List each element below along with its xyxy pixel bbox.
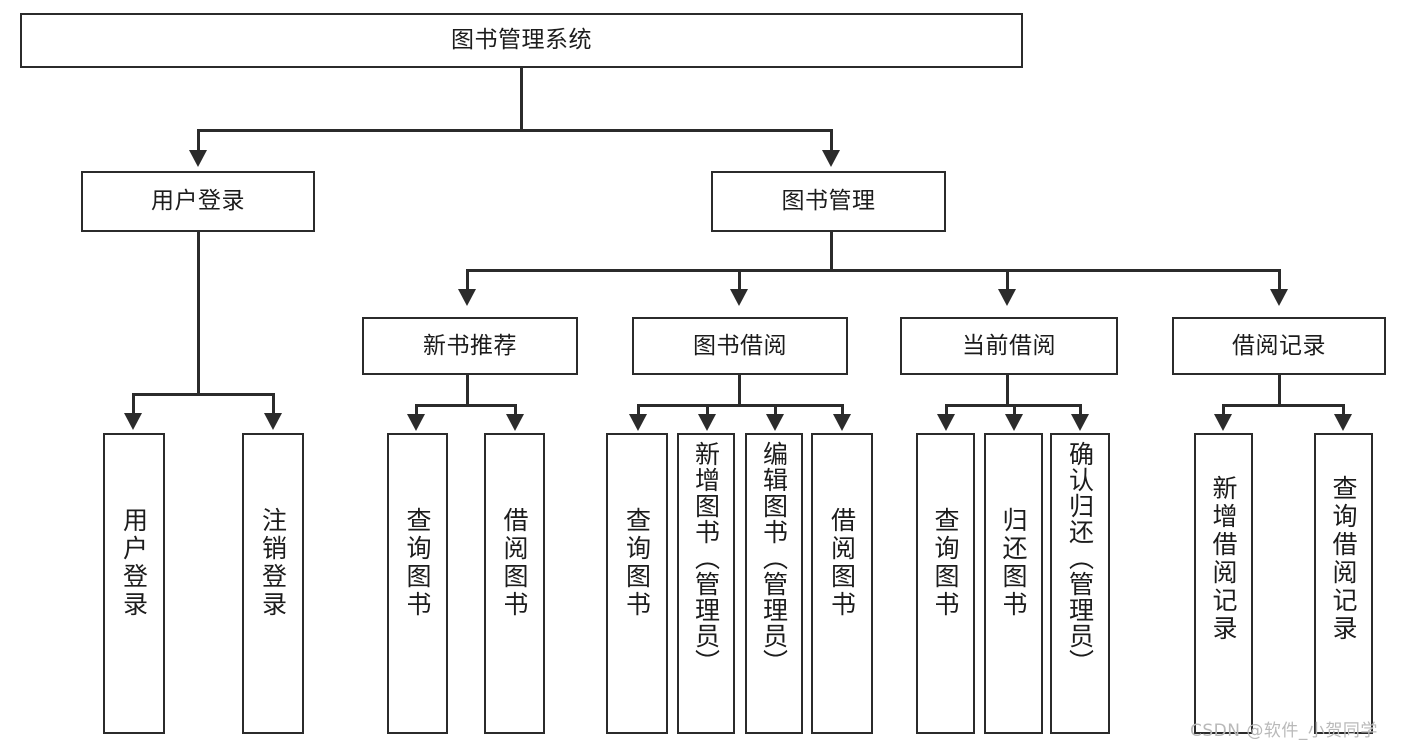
arrowhead-to-user-login	[189, 150, 207, 167]
connector-new-book-l2	[514, 404, 517, 416]
leaf-book-borrow-borrow[interactable]: 借阅图书	[811, 433, 873, 734]
node-user-login[interactable]: 用户登录	[81, 171, 315, 232]
arrowhead-borrow-record-leaf2	[1334, 414, 1352, 431]
connector-to-current-borrow	[1006, 269, 1009, 291]
connector-root-to-book-mgmt	[830, 129, 833, 152]
node-label: 图书管理系统	[451, 27, 592, 54]
arrowhead-to-current-borrow	[998, 289, 1016, 306]
node-label: 确认归还（管理员）	[1065, 441, 1095, 675]
connector-book-borrow-stem	[738, 375, 741, 405]
connector-book-borrow-l1	[637, 404, 640, 416]
connector-root-bus	[197, 129, 832, 132]
arrowhead-user-login-leaf2	[264, 413, 282, 430]
node-root-system[interactable]: 图书管理系统	[20, 13, 1023, 68]
node-label: 归还图书	[999, 507, 1028, 619]
connector-borrow-record-stem	[1278, 375, 1281, 405]
connector-root-to-user-login	[197, 129, 200, 152]
leaf-book-borrow-edit[interactable]: 编辑图书（管理员）	[745, 433, 803, 734]
leaf-new-book-query[interactable]: 查询图书	[387, 433, 448, 734]
connector-user-login-stem	[197, 232, 200, 394]
leaf-book-borrow-add[interactable]: 新增图书（管理员）	[677, 433, 735, 734]
connector-user-login-bus	[132, 393, 272, 396]
connector-book-borrow-bus	[637, 404, 843, 407]
connector-book-borrow-l2	[706, 404, 709, 416]
arrowhead-borrow-record-leaf1	[1214, 414, 1232, 431]
node-label: 用户登录	[151, 188, 245, 215]
leaf-user-login-login[interactable]: 用户登录	[103, 433, 165, 734]
node-label: 借阅记录	[1232, 332, 1326, 359]
connector-borrow-record-bus	[1222, 404, 1344, 407]
node-label: 用户登录	[119, 507, 149, 619]
connector-borrow-record-l1	[1222, 404, 1225, 416]
connector-current-borrow-l3	[1079, 404, 1082, 416]
connector-book-borrow-l3	[774, 404, 777, 416]
node-label: 注销登录	[258, 507, 288, 619]
arrowhead-to-borrow-record	[1270, 289, 1288, 306]
connector-new-book-bus	[415, 404, 517, 407]
node-book-management[interactable]: 图书管理	[711, 171, 946, 232]
node-book-borrow[interactable]: 图书借阅	[632, 317, 848, 375]
arrowhead-book-borrow-leaf2	[698, 414, 716, 431]
connector-current-borrow-stem	[1006, 375, 1009, 405]
arrowhead-to-book-borrow	[730, 289, 748, 306]
arrowhead-current-borrow-leaf3	[1071, 414, 1089, 431]
leaf-borrow-record-query[interactable]: 查询借阅记录	[1314, 433, 1373, 734]
arrowhead-to-new-book	[458, 289, 476, 306]
connector-to-book-borrow	[738, 269, 741, 291]
node-label: 查询图书	[931, 507, 960, 619]
leaf-current-borrow-confirm[interactable]: 确认归还（管理员）	[1050, 433, 1110, 734]
node-label: 新增图书（管理员）	[691, 441, 721, 675]
node-label: 查询图书	[622, 507, 652, 619]
connector-new-book-stem	[466, 375, 469, 405]
node-current-borrow[interactable]: 当前借阅	[900, 317, 1118, 375]
node-label: 当前借阅	[962, 332, 1056, 359]
node-label: 借阅图书	[500, 507, 529, 619]
node-label: 新书推荐	[423, 332, 517, 359]
arrowhead-book-borrow-leaf1	[629, 414, 647, 431]
node-label: 图书管理	[781, 188, 876, 215]
arrowhead-book-borrow-leaf3	[766, 414, 784, 431]
connector-book-mgmt-stem	[830, 232, 833, 270]
arrowhead-user-login-leaf1	[124, 413, 142, 430]
node-label: 图书借阅	[693, 332, 787, 359]
arrowhead-new-book-leaf1	[407, 414, 425, 431]
leaf-book-borrow-query[interactable]: 查询图书	[606, 433, 668, 734]
node-label: 查询图书	[403, 507, 432, 619]
csdn-watermark: CSDN @软件_小贺同学	[1190, 721, 1378, 741]
connector-book-borrow-l4	[841, 404, 844, 416]
connector-current-borrow-l2	[1013, 404, 1016, 416]
arrowhead-book-borrow-leaf4	[833, 414, 851, 431]
connector-user-login-right	[272, 393, 275, 415]
arrowhead-to-book-mgmt	[822, 150, 840, 167]
connector-borrow-record-l2	[1342, 404, 1345, 416]
arrowhead-current-borrow-leaf2	[1005, 414, 1023, 431]
connector-to-new-book	[466, 269, 469, 291]
node-borrow-record[interactable]: 借阅记录	[1172, 317, 1386, 375]
leaf-new-book-borrow[interactable]: 借阅图书	[484, 433, 545, 734]
connector-level3-bus	[466, 269, 1280, 272]
node-label: 借阅图书	[827, 507, 857, 619]
connector-user-login-left	[132, 393, 135, 415]
arrowhead-new-book-leaf2	[506, 414, 524, 431]
leaf-borrow-record-add[interactable]: 新增借阅记录	[1194, 433, 1253, 734]
connector-root-stem	[520, 68, 523, 130]
connector-new-book-l1	[415, 404, 418, 416]
leaf-current-borrow-return[interactable]: 归还图书	[984, 433, 1043, 734]
arrowhead-current-borrow-leaf1	[937, 414, 955, 431]
node-label: 查询借阅记录	[1329, 475, 1358, 643]
node-label: 编辑图书（管理员）	[759, 441, 789, 675]
leaf-current-borrow-query[interactable]: 查询图书	[916, 433, 975, 734]
connector-to-borrow-record	[1278, 269, 1281, 291]
node-new-book-recommend[interactable]: 新书推荐	[362, 317, 578, 375]
leaf-user-login-logout[interactable]: 注销登录	[242, 433, 304, 734]
connector-current-borrow-l1	[945, 404, 948, 416]
node-label: 新增借阅记录	[1209, 475, 1238, 643]
